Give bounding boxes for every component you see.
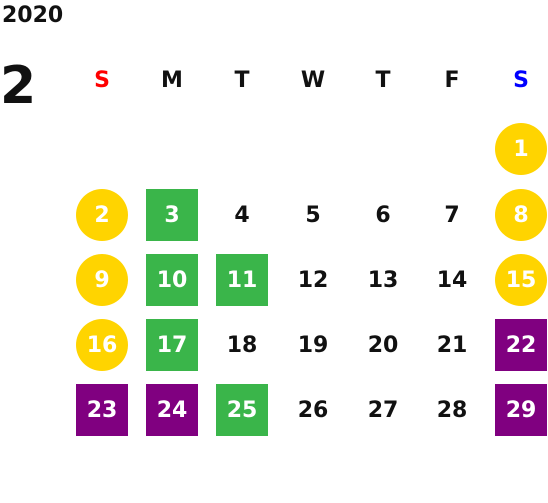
calendar-day[interactable]: 14 — [436, 267, 468, 293]
weekday-label: T — [234, 68, 250, 93]
calendar-day[interactable]: 4 — [234, 202, 250, 228]
calendar-day[interactable]: 16 — [76, 319, 128, 371]
calendar-day[interactable]: 8 — [495, 189, 547, 241]
calendar-day[interactable]: 3 — [146, 189, 198, 241]
calendar-day[interactable]: 15 — [495, 254, 547, 306]
calendar-day[interactable]: 29 — [495, 384, 547, 436]
calendar-day[interactable]: 27 — [367, 397, 399, 423]
calendar-day[interactable]: 24 — [146, 384, 198, 436]
calendar-day[interactable]: 10 — [146, 254, 198, 306]
calendar-month: 2 — [0, 56, 37, 116]
weekday-label: T — [375, 68, 391, 93]
calendar-day[interactable]: 13 — [367, 267, 399, 293]
calendar-day[interactable]: 12 — [297, 267, 329, 293]
weekday-label: M — [161, 68, 183, 93]
calendar-day[interactable]: 19 — [297, 332, 329, 358]
calendar-day[interactable]: 5 — [305, 202, 321, 228]
calendar-day[interactable]: 25 — [216, 384, 268, 436]
calendar-day[interactable]: 22 — [495, 319, 547, 371]
calendar-year: 2020 — [2, 3, 64, 28]
calendar-day[interactable]: 20 — [367, 332, 399, 358]
calendar-day[interactable]: 2 — [76, 189, 128, 241]
weekday-label: S — [94, 68, 110, 93]
calendar-day[interactable]: 11 — [216, 254, 268, 306]
calendar-day[interactable]: 23 — [76, 384, 128, 436]
calendar-day[interactable]: 18 — [226, 332, 258, 358]
calendar-day[interactable]: 28 — [436, 397, 468, 423]
calendar-day[interactable]: 1 — [495, 123, 547, 175]
weekday-label: S — [513, 68, 529, 93]
calendar-day[interactable]: 6 — [375, 202, 391, 228]
calendar-day[interactable]: 9 — [76, 254, 128, 306]
weekday-label: F — [444, 68, 460, 93]
calendar-day[interactable]: 26 — [297, 397, 329, 423]
calendar-day[interactable]: 21 — [436, 332, 468, 358]
weekday-label: W — [300, 68, 326, 93]
calendar-day[interactable]: 7 — [444, 202, 460, 228]
calendar-day[interactable]: 17 — [146, 319, 198, 371]
